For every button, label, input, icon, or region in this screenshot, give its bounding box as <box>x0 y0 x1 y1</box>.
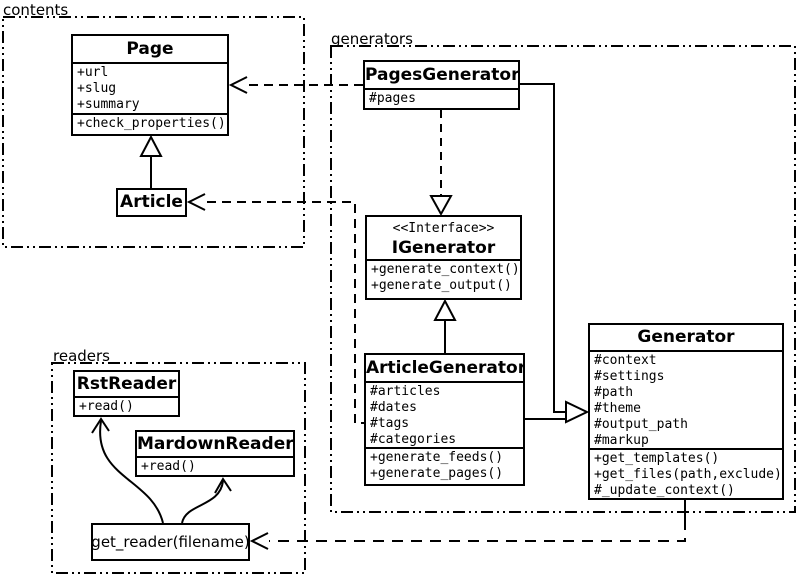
class-igenerator-stereotype: <<Interface>> <box>392 221 495 236</box>
member-line: +slug <box>77 81 117 96</box>
member-line: +summary <box>77 97 140 112</box>
member-line: #tags <box>370 416 410 431</box>
class-rstreader-methods: +read() <box>75 396 178 415</box>
member-line: #context <box>594 353 657 368</box>
class-mardownreader-title: MardownReader <box>137 434 293 454</box>
contents-package-border <box>2 16 305 248</box>
member-line: +generate_output() <box>371 278 512 293</box>
class-mardownreader-methods: +read() <box>137 456 293 475</box>
class-articlegenerator-methods: +generate_feeds()+generate_pages() <box>366 447 523 484</box>
class-igenerator-methods: +generate_context()+generate_output() <box>367 259 520 296</box>
class-pagesgenerator-title: PagesGenerator <box>365 65 518 85</box>
class-mardownreader: MardownReader +read() <box>135 430 295 477</box>
class-igenerator-title: IGenerator <box>391 238 496 258</box>
class-article: Article <box>116 188 187 217</box>
class-igenerator: <<Interface>> IGenerator +generate_conte… <box>365 215 522 300</box>
dependency-generator-to-getreader <box>249 500 686 550</box>
class-rstreader: RstReader +read() <box>73 370 180 417</box>
generators-package-border <box>330 45 796 513</box>
member-line: +read() <box>79 399 134 414</box>
class-pagesgenerator: PagesGenerator #pages <box>363 60 520 110</box>
member-line: +check_properties() <box>77 116 226 131</box>
class-generator: Generator #context#settings#path#theme#o… <box>588 323 784 500</box>
member-line: +get_files(path,exclude) <box>594 467 782 482</box>
class-articlegenerator: ArticleGenerator #articles#dates#tags#ca… <box>364 353 525 486</box>
member-line: #markup <box>594 433 649 448</box>
member-line: +generate_feeds() <box>370 450 504 465</box>
package-label-contents: contents <box>3 1 69 19</box>
member-line: #theme <box>594 401 641 416</box>
class-rstreader-title: RstReader <box>76 374 177 394</box>
class-page-methods: +check_properties() <box>73 113 227 134</box>
class-generator-attributes: #context#settings#path#theme#output_path… <box>590 350 782 448</box>
member-line: +read() <box>141 459 196 474</box>
member-line: #_update_context() <box>594 483 735 498</box>
member-line: #categories <box>370 432 457 447</box>
call-arrow-getreader-to-mardownreader <box>181 477 232 524</box>
member-line: +generate_pages() <box>370 466 504 481</box>
member-line: #dates <box>370 400 417 415</box>
member-line: #settings <box>594 369 665 384</box>
class-articlegenerator-title: ArticleGenerator <box>366 358 523 378</box>
call-arrow-getreader-to-rstreader <box>91 417 164 524</box>
class-page: Page +url+slug+summary +check_properties… <box>71 34 229 136</box>
dependency-pagesgenerator-to-page <box>228 76 363 94</box>
function-box-get-reader-label: get_reader(filename) <box>91 533 250 551</box>
class-page-attributes: +url+slug+summary <box>73 62 227 113</box>
inheritance-articlegenerator-to-generator <box>525 400 590 424</box>
dependency-articlegenerator-to-article <box>186 193 364 424</box>
class-articlegenerator-attributes: #articles#dates#tags#categories <box>366 381 523 447</box>
class-generator-title: Generator <box>637 327 735 347</box>
member-line: +get_templates() <box>594 451 720 466</box>
readers-package-border <box>51 362 306 574</box>
member-line: #path <box>594 385 634 400</box>
class-page-title: Page <box>126 39 174 59</box>
inheritance-pagesgenerator-to-generator <box>520 83 566 413</box>
class-generator-methods: +get_templates()+get_files(path,exclude)… <box>590 448 782 498</box>
class-pagesgenerator-attributes: #pages <box>365 88 518 108</box>
class-article-title: Article <box>120 192 183 212</box>
inheritance-articlegenerator-to-igenerator <box>433 298 457 353</box>
inheritance-article-to-page <box>139 134 163 188</box>
package-label-readers: readers <box>53 347 110 365</box>
member-line: #pages <box>369 91 416 106</box>
member-line: +url <box>77 65 109 80</box>
function-box-get-reader: get_reader(filename) <box>91 523 250 561</box>
member-line: +generate_context() <box>371 262 520 277</box>
package-label-generators: generators <box>331 30 413 48</box>
class-igenerator-header: <<Interface>> IGenerator <box>367 217 520 259</box>
member-line: #output_path <box>594 417 688 432</box>
member-line: #articles <box>370 384 441 399</box>
realization-pagesgenerator-to-igenerator <box>429 110 453 217</box>
